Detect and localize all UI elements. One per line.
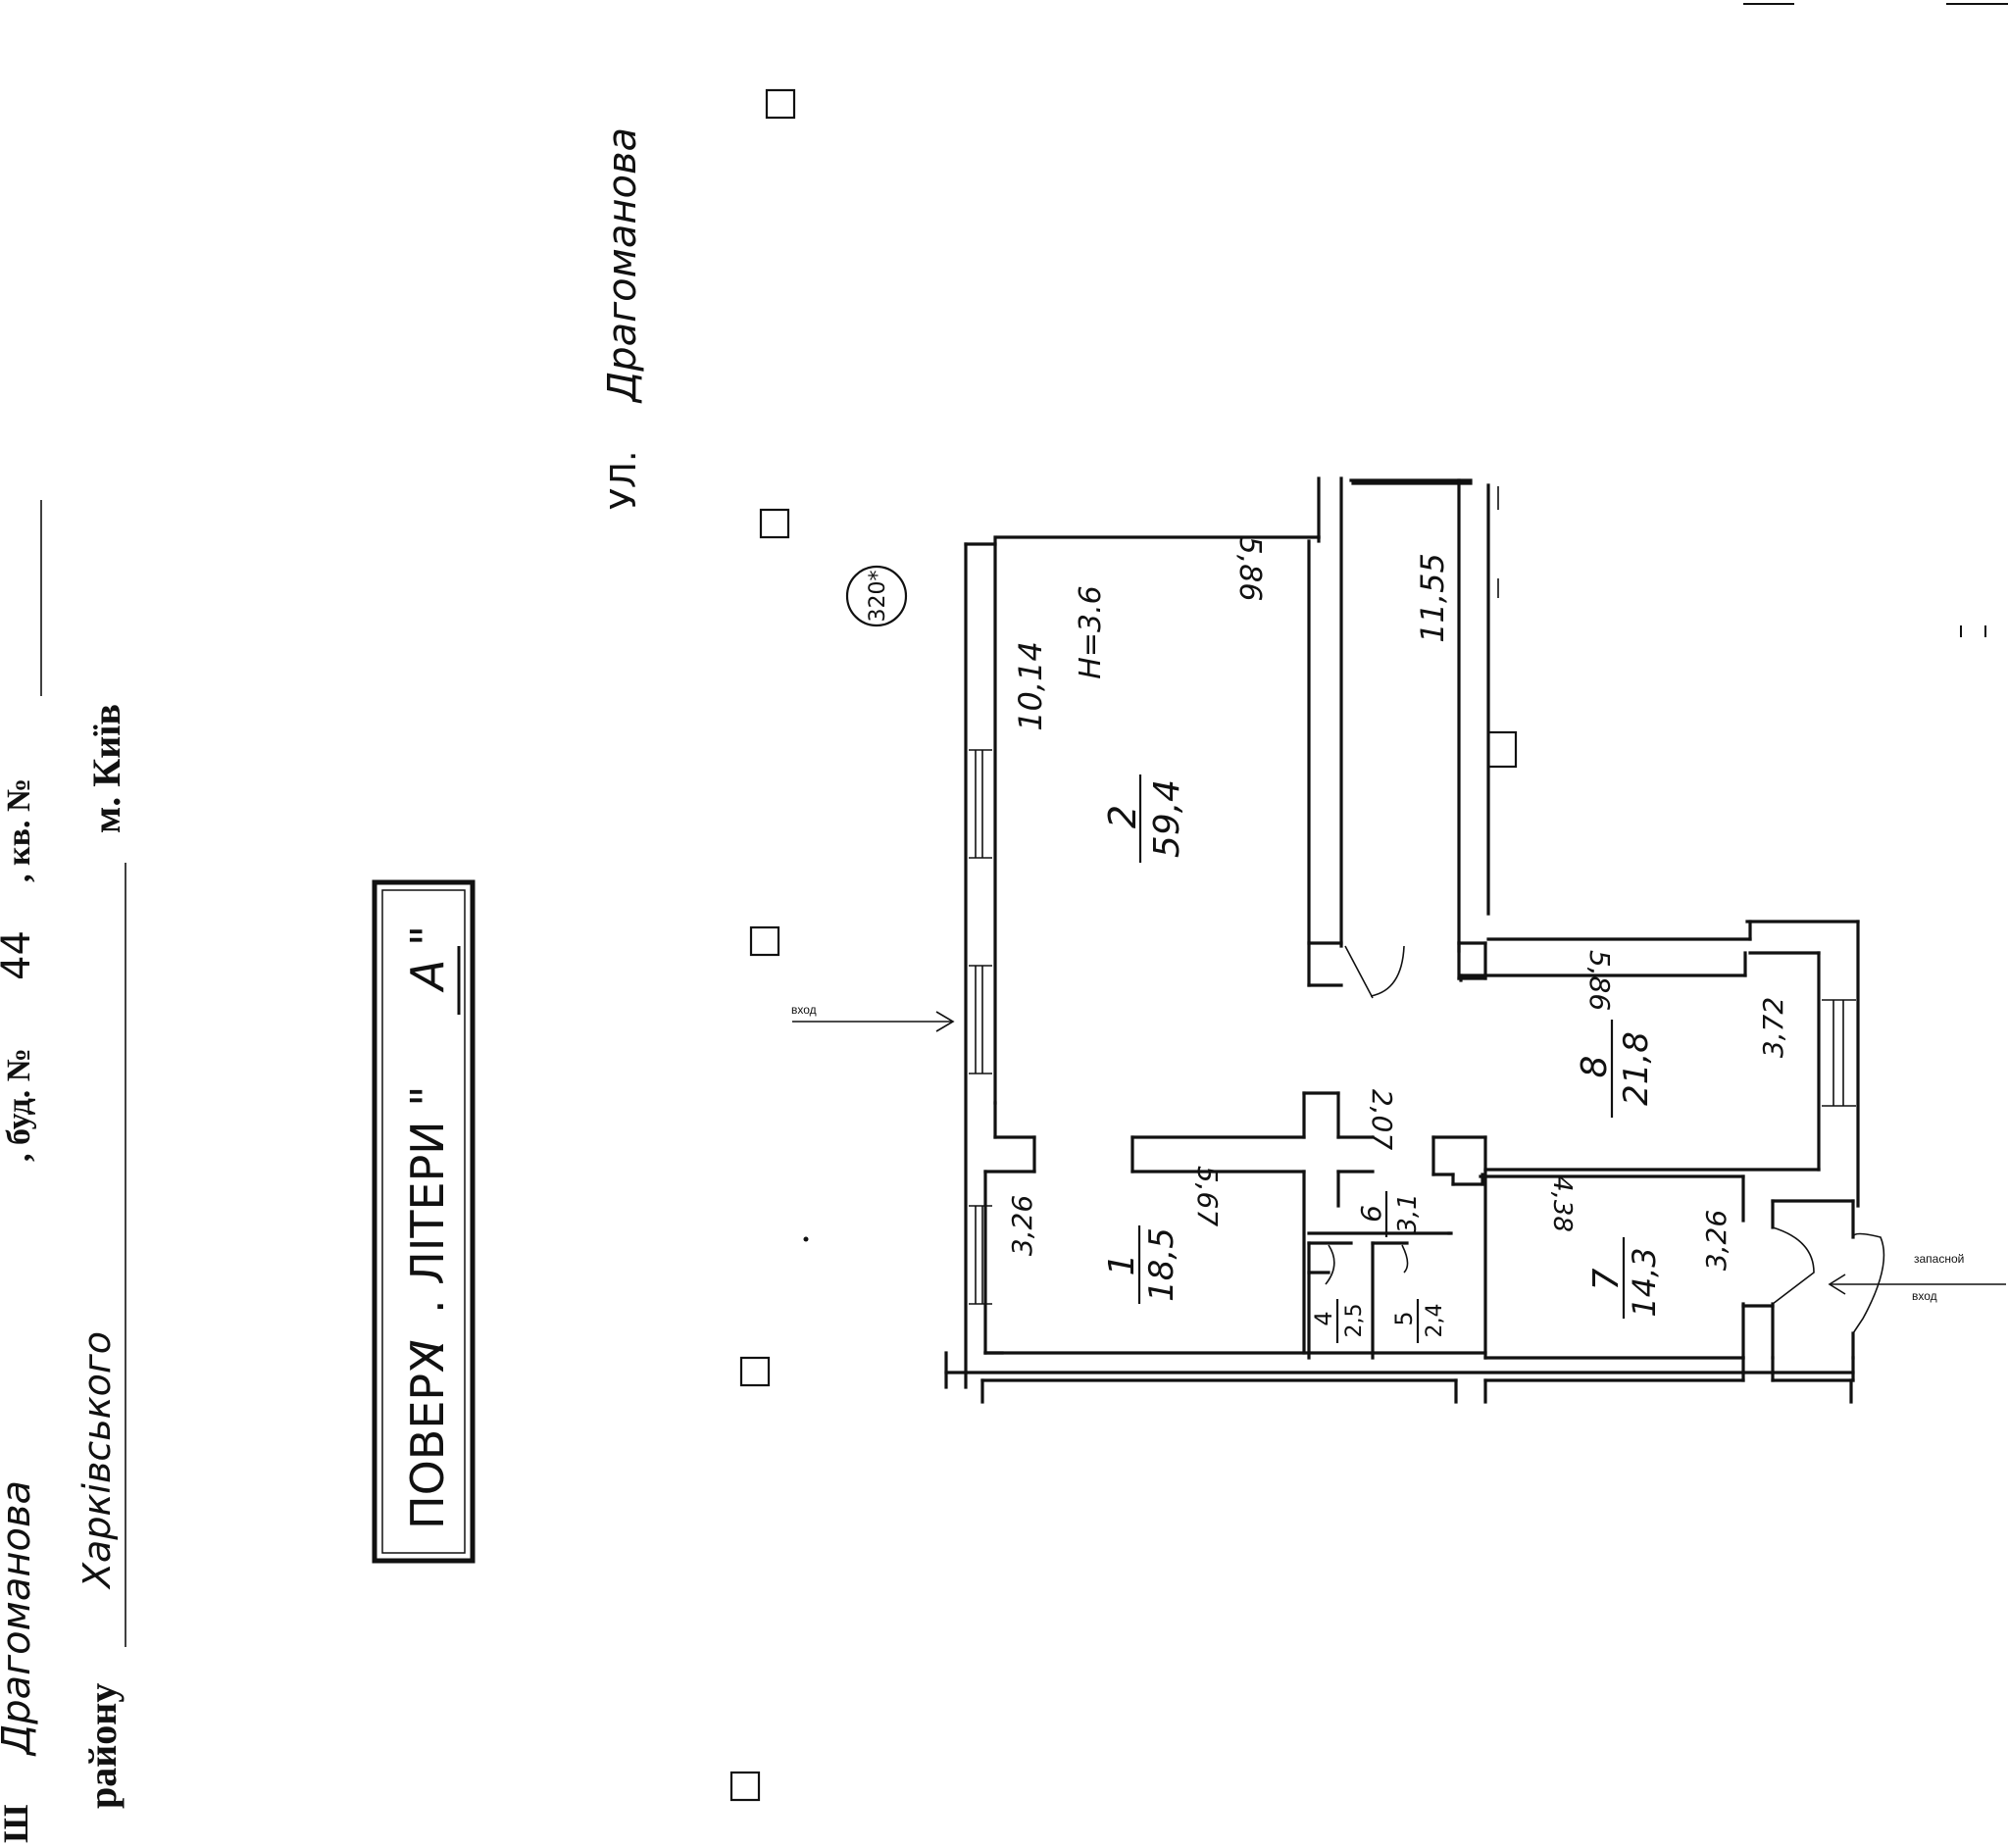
svg-text:21,8: 21,8 (1617, 1031, 1656, 1106)
marker-square (765, 88, 796, 120)
room-labels: 2 59,4 1 18,5 6 3,1 4 2,5 5 2,4 (1101, 774, 1663, 1343)
room-5-label: 5 2,4 (1390, 1299, 1447, 1343)
room-1-label: 1 18,5 (1102, 1225, 1181, 1304)
main-entrance: вход (791, 1003, 955, 1032)
spare-entrance-label-2: вход (1912, 1289, 1937, 1303)
street-prefix: Ш (0, 1804, 35, 1843)
svg-text:4,38: 4,38 (1547, 1175, 1577, 1232)
floor-title-suffix: " (401, 925, 454, 946)
svg-text:18,5: 18,5 (1142, 1227, 1181, 1302)
svg-text:6: 6 (1355, 1205, 1387, 1223)
svg-text:2,4: 2,4 (1423, 1304, 1447, 1338)
marker-square (759, 508, 790, 539)
building-code-badge: 320* (845, 565, 908, 627)
svg-text:2: 2 (1101, 805, 1144, 828)
street-label: УЛ. Драгоманова (600, 127, 645, 510)
svg-text:2,07: 2,07 (1366, 1089, 1398, 1151)
svg-text:8: 8 (1575, 1056, 1615, 1078)
spare-entrance-label-1: запасной (1914, 1252, 1964, 1266)
street-name-handwritten: Драгоманова (0, 1480, 39, 1757)
scan-marks (803, 3, 2008, 1242)
svg-text:5,67: 5,67 (1191, 1166, 1224, 1227)
ceiling-height: H=3.6 (1074, 585, 1108, 678)
room-6-label: 6 3,1 (1355, 1191, 1423, 1237)
svg-text:3,72: 3,72 (1757, 997, 1789, 1058)
svg-text:1: 1 (1102, 1254, 1142, 1276)
room-8-label: 8 21,8 (1575, 1020, 1656, 1118)
svg-text:59,4: 59,4 (1147, 779, 1187, 858)
floor-title-box: ПОВЕРХ I . ЛІТЕРИ " А " (372, 879, 476, 1564)
district-label: району (80, 1683, 125, 1809)
svg-text:14,3: 14,3 (1626, 1247, 1663, 1317)
floor-value: I (401, 1339, 454, 1353)
district-name-handwritten: Харківського (75, 1331, 119, 1590)
marker-square (749, 925, 780, 957)
svg-text:5: 5 (1390, 1311, 1418, 1325)
floor-title-prefix: ПОВЕРХ (401, 1342, 454, 1529)
svg-text:5,86: 5,86 (1232, 536, 1267, 602)
floor-title-middle: . ЛІТЕРИ " (401, 1086, 454, 1315)
address-header: Ш Драгоманова , буд. № 44 , кв. № району… (0, 500, 128, 1843)
city-label: м. Київ (84, 704, 128, 833)
svg-text:4: 4 (1310, 1311, 1337, 1325)
building-label: , буд. № (1, 1048, 37, 1162)
room-4-label: 4 2,5 (1310, 1299, 1367, 1343)
room-2-label: 2 59,4 (1101, 774, 1187, 863)
svg-text:3,26: 3,26 (1700, 1210, 1732, 1271)
svg-text:2,5: 2,5 (1342, 1304, 1367, 1338)
building-code: 320* (866, 571, 890, 623)
svg-text:3,26: 3,26 (1006, 1195, 1038, 1256)
building-number: 44 (0, 930, 39, 980)
street-label-name: Драгоманова (600, 127, 645, 404)
svg-text:11,55: 11,55 (1414, 553, 1451, 643)
street-label-prefix: УЛ. (604, 451, 644, 510)
svg-text:10,14: 10,14 (1012, 641, 1049, 731)
svg-text:7: 7 (1586, 1268, 1627, 1290)
spare-entrance: запасной вход (1828, 1252, 2006, 1303)
walls (944, 476, 1885, 1404)
apartment-label: , кв. № (1, 778, 37, 882)
marker-square (729, 1771, 761, 1802)
main-entrance-label: вход (791, 1003, 817, 1017)
letter-value: А (401, 960, 454, 993)
marker-square (739, 1356, 771, 1387)
dimensions: 10,14 H=3.6 5,86 11,55 3,26 5,67 2,07 4,… (1006, 536, 1789, 1272)
svg-text:5,86: 5,86 (1583, 950, 1616, 1011)
svg-text:3,1: 3,1 (1393, 1193, 1423, 1233)
marker-squares (729, 88, 796, 1802)
room-7-label: 7 14,3 (1586, 1237, 1663, 1319)
